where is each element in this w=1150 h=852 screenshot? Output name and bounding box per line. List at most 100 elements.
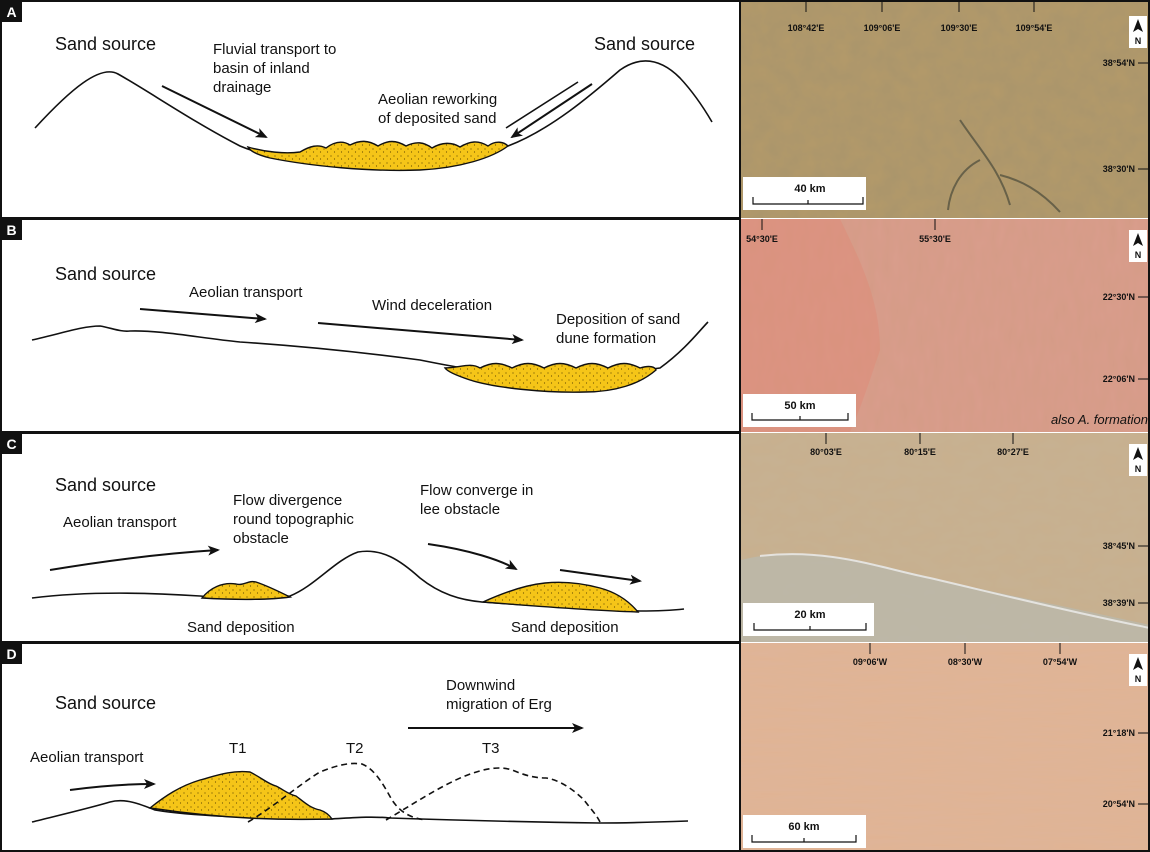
map-b-north-arrow: N (1129, 230, 1147, 262)
panel-c-aeolian-arrow (49, 545, 220, 571)
map-c-scale-label: 20 km (794, 609, 825, 621)
map-a-drainage (947, 119, 1061, 213)
panel-c-deposit-right: Sand deposition (511, 619, 619, 636)
panel-d-t3: T3 (482, 740, 500, 757)
panel-b-aeolian: Aeolian transport (189, 284, 303, 301)
panel-d-badge: D (6, 646, 16, 662)
panel-a-fluvial-line1: Fluvial transport to (213, 41, 336, 58)
map-b-lon-ticks: 54°30'E 55°30'E (746, 219, 951, 244)
panel-b-aeolian-arrow (139, 308, 267, 324)
panel-a-fluvial-arrow-left (161, 85, 268, 138)
map-a-scale-label: 40 km (794, 183, 825, 195)
map-d-lon-ticks: 09°06'W 08°30'W 07°54'W (853, 643, 1078, 667)
map-b-lat-2: 22°06'N (1103, 374, 1135, 384)
map-a: 108°42'E 109°06'E 109°30'E 109°54'E 38°5… (741, 0, 1150, 218)
panel-c-badge: C (6, 436, 16, 452)
map-b-lat-1: 22°30'N (1103, 292, 1135, 302)
panel-c-sand-right (480, 581, 640, 613)
map-c-scale-bar: 20 km (743, 603, 874, 636)
map-d: 09°06'W 08°30'W 07°54'W 21°18'N 20°54'N … (741, 643, 1150, 852)
north-arrow-icon (1133, 447, 1143, 460)
map-a-lon-1: 108°42'E (788, 23, 825, 33)
panel-c-lee-arrow (559, 569, 642, 585)
panel-b-deposit-line1: Deposition of sand (556, 311, 680, 328)
map-a-lon-3: 109°30'E (941, 23, 978, 33)
panel-d-downwind-line1: Downwind (446, 677, 515, 694)
panel-b-wind-arrow (317, 322, 524, 345)
map-d-lon-1: 09°06'W (853, 657, 888, 667)
map-b-lon-1: 54°30'E (746, 234, 778, 244)
map-a-lat-1: 38°54'N (1103, 58, 1135, 68)
map-d-lat-2: 20°54'N (1103, 799, 1135, 809)
panel-c-converge-line1: Flow converge in (420, 482, 533, 499)
panel-b: B Sand source Aeolian transport Wind dec… (0, 218, 741, 433)
panel-b-badge: B (6, 222, 16, 238)
panel-d-outline-t2 (247, 762, 427, 823)
map-b-dune-field (741, 219, 880, 432)
north-arrow-icon (1133, 19, 1143, 32)
map-c-lon-1: 80°03'E (810, 447, 842, 457)
north-arrow-icon (1133, 657, 1143, 670)
map-b-lon-2: 55°30'E (919, 234, 951, 244)
panel-b-wind: Wind deceleration (372, 297, 492, 314)
map-c-lat-1: 38°45'N (1103, 541, 1135, 551)
map-b-note: also A. formation (1051, 412, 1148, 427)
panel-a-sand-deposit (246, 140, 510, 172)
panel-d: D Sand source Aeolian transport Downwind… (0, 642, 741, 852)
panel-c-aeolian: Aeolian transport (63, 514, 177, 531)
map-d-scale-label: 60 km (788, 821, 819, 833)
panel-c-sand-left (200, 580, 293, 601)
map-d-lon-3: 07°54'W (1043, 657, 1078, 667)
panel-c-diverge-line3: obstacle (233, 530, 289, 547)
map-d-north-arrow: N (1129, 654, 1147, 686)
svg-text:N: N (1135, 250, 1142, 260)
map-b-scale-bar: 50 km (743, 394, 856, 427)
panel-c: C Sand source Aeolian transport Flow div… (0, 432, 741, 643)
map-c-north-arrow: N (1129, 444, 1147, 476)
panel-a-aeolian-line2: of deposited sand (378, 110, 496, 127)
panel-d-source: Sand source (55, 693, 156, 713)
map-a-scale-bar: 40 km (743, 177, 866, 210)
panel-c-converge-line2: lee obstacle (420, 501, 500, 518)
panel-d-t2: T2 (346, 740, 364, 757)
svg-text:N: N (1135, 464, 1142, 474)
panel-d-downwind-line2: migration of Erg (446, 696, 552, 713)
svg-text:N: N (1135, 36, 1142, 46)
panel-c-source: Sand source (55, 475, 156, 495)
map-d-lat-1: 21°18'N (1103, 728, 1135, 738)
map-c-lon-2: 80°15'E (904, 447, 936, 457)
map-b-scale-label: 50 km (784, 400, 815, 412)
panel-d-aeolian-arrow (69, 779, 156, 791)
map-a-north-arrow: N (1129, 16, 1147, 48)
north-arrow-icon (1133, 233, 1143, 246)
panel-c-converge-arrow (427, 543, 518, 570)
panel-a-fluvial-line3: drainage (213, 79, 271, 96)
panel-b-sand-deposit (443, 362, 657, 393)
panel-a-source-left: Sand source (55, 34, 156, 54)
panel-a-source-right: Sand source (594, 34, 695, 54)
map-c-lon-3: 80°27'E (997, 447, 1029, 457)
panel-a-fluvial-arrow-right (510, 83, 593, 139)
panel-a-badge: A (6, 4, 16, 20)
svg-text:N: N (1135, 674, 1142, 684)
panel-a: A Sand source Sand source Fluvial transp… (0, 0, 741, 219)
map-b: 54°30'E 55°30'E 22°30'N 22°06'N N 50 km … (741, 219, 1150, 432)
map-c-lat-2: 38°39'N (1103, 598, 1135, 608)
panel-a-flow-line (505, 81, 579, 129)
map-d-lon-2: 08°30'W (948, 657, 983, 667)
panel-c-diverge-line2: round topographic (233, 511, 354, 528)
panel-d-sand-t1 (148, 770, 334, 821)
panel-d-outline-t3 (385, 767, 601, 823)
map-c-lon-ticks: 80°03'E 80°15'E 80°27'E (810, 433, 1029, 457)
panel-c-deposit-left: Sand deposition (187, 619, 295, 636)
map-c: 80°03'E 80°15'E 80°27'E 38°45'N 38°39'N … (741, 433, 1150, 642)
panel-a-fluvial-line2: basin of inland (213, 60, 310, 77)
panel-b-deposit-line2: dune formation (556, 330, 656, 347)
panel-d-aeolian: Aeolian transport (30, 749, 144, 766)
map-a-lon-2: 109°06'E (864, 23, 901, 33)
map-a-lon-4: 109°54'E (1016, 23, 1053, 33)
map-a-lat-2: 38°30'N (1103, 164, 1135, 174)
panel-b-source: Sand source (55, 264, 156, 284)
